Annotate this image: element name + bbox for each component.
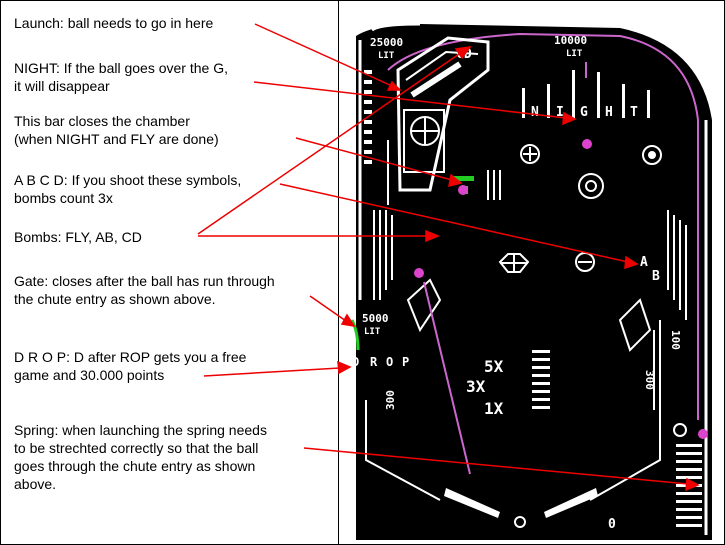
note-launch-line: Launch: ball needs to go in here [14, 15, 214, 31]
note-spring-line-2: to be strechted correctly so that the ba… [14, 440, 259, 456]
right-flipper [544, 488, 598, 518]
note-abcd-line-2: bombs count 3x [14, 190, 113, 206]
score-left-unit: LIT [378, 51, 395, 61]
note-gate-line-2: the chute entry as shown above. [14, 291, 216, 307]
night-letter-g: G [580, 105, 588, 120]
note-abcd: A B C D: If you shoot these symbols, bom… [14, 171, 241, 207]
note-bar: This bar closes the chamber (when NIGHT … [14, 112, 219, 148]
multiplier-3x: 3X [466, 377, 486, 396]
side-left-value: 300 [384, 390, 397, 410]
drop-targets: D R O P [352, 355, 409, 369]
note-bar-line-2: (when NIGHT and FLY are done) [14, 131, 219, 147]
arrow-abcd [279, 183, 639, 270]
left-flipper [444, 488, 500, 518]
ab-letter-b: B [652, 269, 660, 284]
arrow-gate [309, 295, 356, 328]
side-right-value-2: 300 [643, 370, 656, 390]
side-right-value-1: 100 [669, 330, 682, 350]
arrow-bombs-fly [197, 46, 472, 235]
score-left: 25000 [370, 36, 403, 49]
drop-letter-r: R [370, 355, 378, 369]
panel-divider [338, 0, 339, 545]
bottom-zero: 0 [608, 517, 616, 532]
drop-score-unit: LIT [364, 327, 381, 337]
note-drop-line-2: game and 30.000 points [14, 367, 165, 383]
multiplier-lights [532, 350, 550, 409]
note-gate: Gate: closes after the ball has run thro… [14, 272, 275, 308]
ball-plunger [698, 429, 708, 439]
launch-chamber: CD [396, 36, 490, 192]
note-bombs-line: Bombs: FLY, AB, CD [14, 229, 142, 245]
ball-trajectory [423, 281, 471, 475]
arrow-drop [203, 360, 352, 377]
note-gate-line-1: Gate: closes after the ball has run thro… [14, 273, 275, 289]
note-bombs: Bombs: FLY, AB, CD [14, 228, 142, 246]
ball-night [582, 139, 592, 149]
note-abcd-line-1: A B C D: If you shoot these symbols, [14, 172, 242, 188]
note-spring-line-4: above. [14, 476, 57, 492]
night-letter-n: N [531, 105, 539, 120]
score-right: 10000 [554, 34, 587, 47]
note-bar-line-1: This bar closes the chamber [14, 113, 190, 129]
note-launch: Launch: ball needs to go in here [14, 14, 213, 32]
drain-post-icon [514, 516, 526, 528]
pinball-table: 25000 LIT 10000 LIT CD N I [350, 22, 712, 540]
bumper-plus-icon [520, 144, 540, 164]
left-wall-markers [364, 70, 372, 164]
bumper-ring-icon [578, 173, 604, 199]
night-letter-h: H [605, 105, 613, 120]
arrow-launch [254, 23, 402, 91]
arrow-bombs-ab [198, 229, 440, 243]
note-spring: Spring: when launching the spring needs … [14, 421, 267, 493]
note-night-line-1: NIGHT: If the ball goes over the G, [14, 60, 228, 76]
annotation-arrows [197, 23, 700, 492]
drop-letter-p: P [402, 355, 409, 369]
arrow-bar [295, 137, 463, 188]
stripe-lanes [373, 140, 687, 410]
ball-left [414, 268, 424, 278]
gate [350, 319, 360, 351]
multiplier-1x: 1X [484, 399, 504, 418]
arrow-spring [303, 447, 700, 492]
arrow-night [253, 81, 577, 126]
note-spring-line-1: Spring: when launching the spring needs [14, 422, 267, 438]
note-drop: D R O P: D after ROP gets you a free gam… [14, 348, 246, 384]
note-spring-line-3: goes through the chute entry as shown [14, 458, 256, 474]
night-letter-t: T [630, 105, 638, 120]
ball-chamber [458, 185, 468, 195]
multiplier-5x: 5X [484, 357, 504, 376]
orbit-rail [387, 32, 699, 420]
note-night-line-2: it will disappear [14, 78, 110, 94]
score-right-unit: LIT [566, 49, 583, 59]
chamber-bar [452, 176, 474, 181]
note-night: NIGHT: If the ball goes over the G, it w… [14, 59, 228, 95]
drop-letter-o: O [386, 355, 393, 369]
note-drop-line-1: D R O P: D after ROP gets you a free [14, 349, 247, 365]
night-lanes: N I G H T [522, 62, 650, 120]
night-letter-i: I [556, 105, 564, 120]
ab-letter-a: A [640, 255, 648, 270]
bumper-target-icon [642, 145, 662, 165]
drop-letter-d: D [352, 355, 359, 369]
drop-score: 5000 [362, 312, 389, 325]
